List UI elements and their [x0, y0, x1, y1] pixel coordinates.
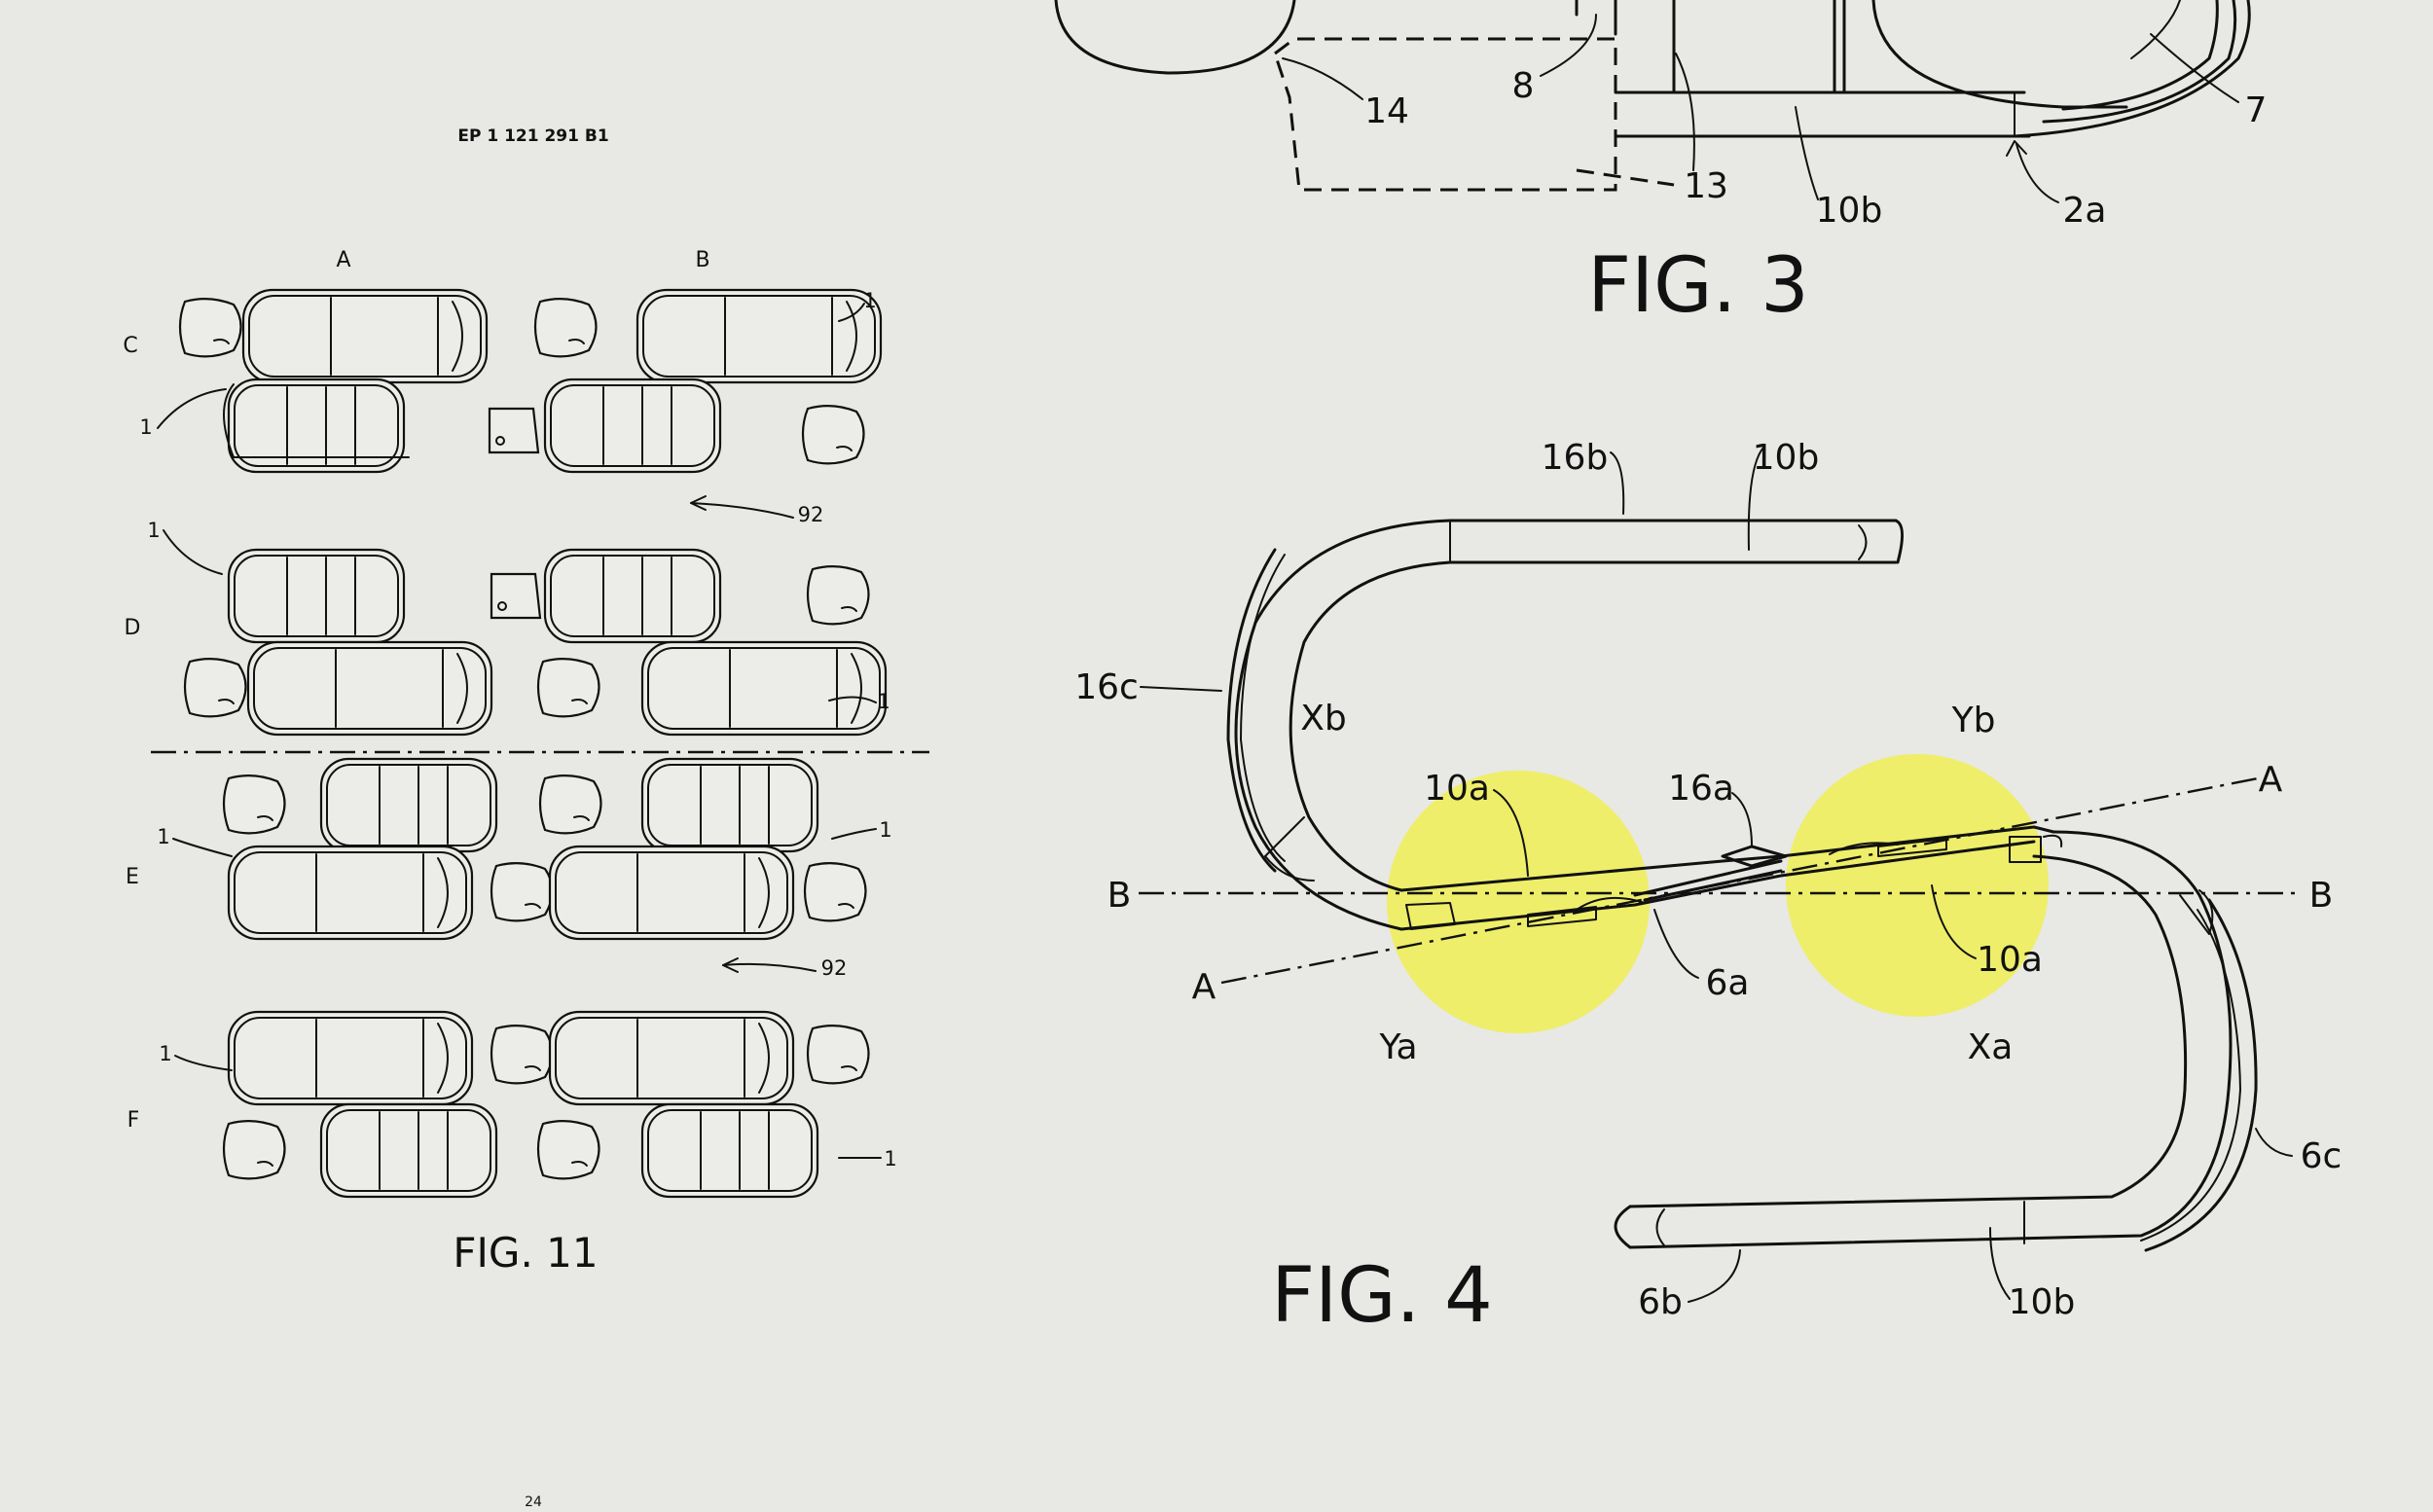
fig11-title: FIG. 11 [453, 1229, 598, 1277]
highlight-left [1387, 771, 1650, 1033]
fig4-title: FIG. 4 [1271, 1252, 1493, 1340]
fig4-label-xa: Xa [1968, 1027, 2014, 1067]
fig3-label-8: 8 [1512, 66, 1535, 106]
fig11-label-1: 1 [139, 415, 152, 439]
fig3-label-2a: 2a [2063, 191, 2107, 231]
fig11-col-b: B [695, 248, 709, 272]
fig4-label-6a: 6a [1706, 963, 1750, 1003]
fig4-label-10a-right: 10a [1977, 940, 2043, 980]
fig11-label-1: 1 [884, 1147, 896, 1170]
fig4-label-10a-left: 10a [1424, 769, 1490, 809]
fig4-label-yb: Yb [1951, 701, 1996, 740]
fig4-label-a-left: A [1192, 967, 1216, 1007]
fig11-seating-layout: A B C D E F [123, 248, 929, 1277]
fig4-label-10b-bottom: 10b [2009, 1282, 2076, 1322]
fig3-drawing: 14 8 13 10b 2a 7 FIG. 3 [1054, 0, 2268, 330]
fig4-label-16c: 16c [1074, 667, 1139, 707]
fig11-label-1: 1 [879, 818, 891, 842]
fig11-col-a: A [336, 248, 350, 272]
page-number: 24 [525, 1494, 542, 1508]
fig11-label-92: 92 [798, 503, 824, 526]
fig11-row-d: D [125, 616, 141, 640]
fig11-label-1: 1 [863, 289, 876, 312]
fig4-label-a-right: A [2259, 760, 2283, 800]
fig4-drawing: 16b 10b 16c Xb Yb 10a 16a A B B A 6a 10a… [1074, 438, 2342, 1340]
fig11-label-1: 1 [877, 690, 890, 713]
fig11-label-1: 1 [159, 1042, 171, 1065]
fig4-label-b-right: B [2309, 876, 2334, 916]
fig3-label-13: 13 [1684, 166, 1728, 206]
axis-a [1220, 776, 2259, 985]
fig11-row-e: E [126, 865, 139, 889]
fig11-label-1: 1 [147, 519, 160, 542]
fig3-title: FIG. 3 [1587, 242, 1809, 330]
fig4-label-16b: 16b [1542, 438, 1609, 478]
fig11-label-1: 1 [157, 825, 169, 848]
fig11-row-c: C [123, 334, 137, 358]
fig4-label-b-left: B [1108, 876, 1132, 916]
fig4-label-6b: 6b [1638, 1282, 1683, 1322]
fig4-label-16a: 16a [1668, 769, 1734, 809]
patent-number: EP 1 121 291 B1 [457, 126, 608, 146]
fig3-label-7: 7 [2245, 90, 2268, 130]
fig3-label-14: 14 [1364, 91, 1409, 131]
fig4-label-ya: Ya [1378, 1027, 1417, 1067]
fig3-label-10b: 10b [1816, 191, 1883, 231]
highlight-right [1786, 754, 2049, 1017]
fig4-label-xb: Xb [1300, 699, 1347, 738]
fig4-label-6c: 6c [2301, 1136, 2342, 1176]
fig11-label-92: 92 [821, 956, 848, 980]
fig11-row-f: F [127, 1108, 140, 1133]
fig4-label-10b-top: 10b [1753, 438, 1820, 478]
